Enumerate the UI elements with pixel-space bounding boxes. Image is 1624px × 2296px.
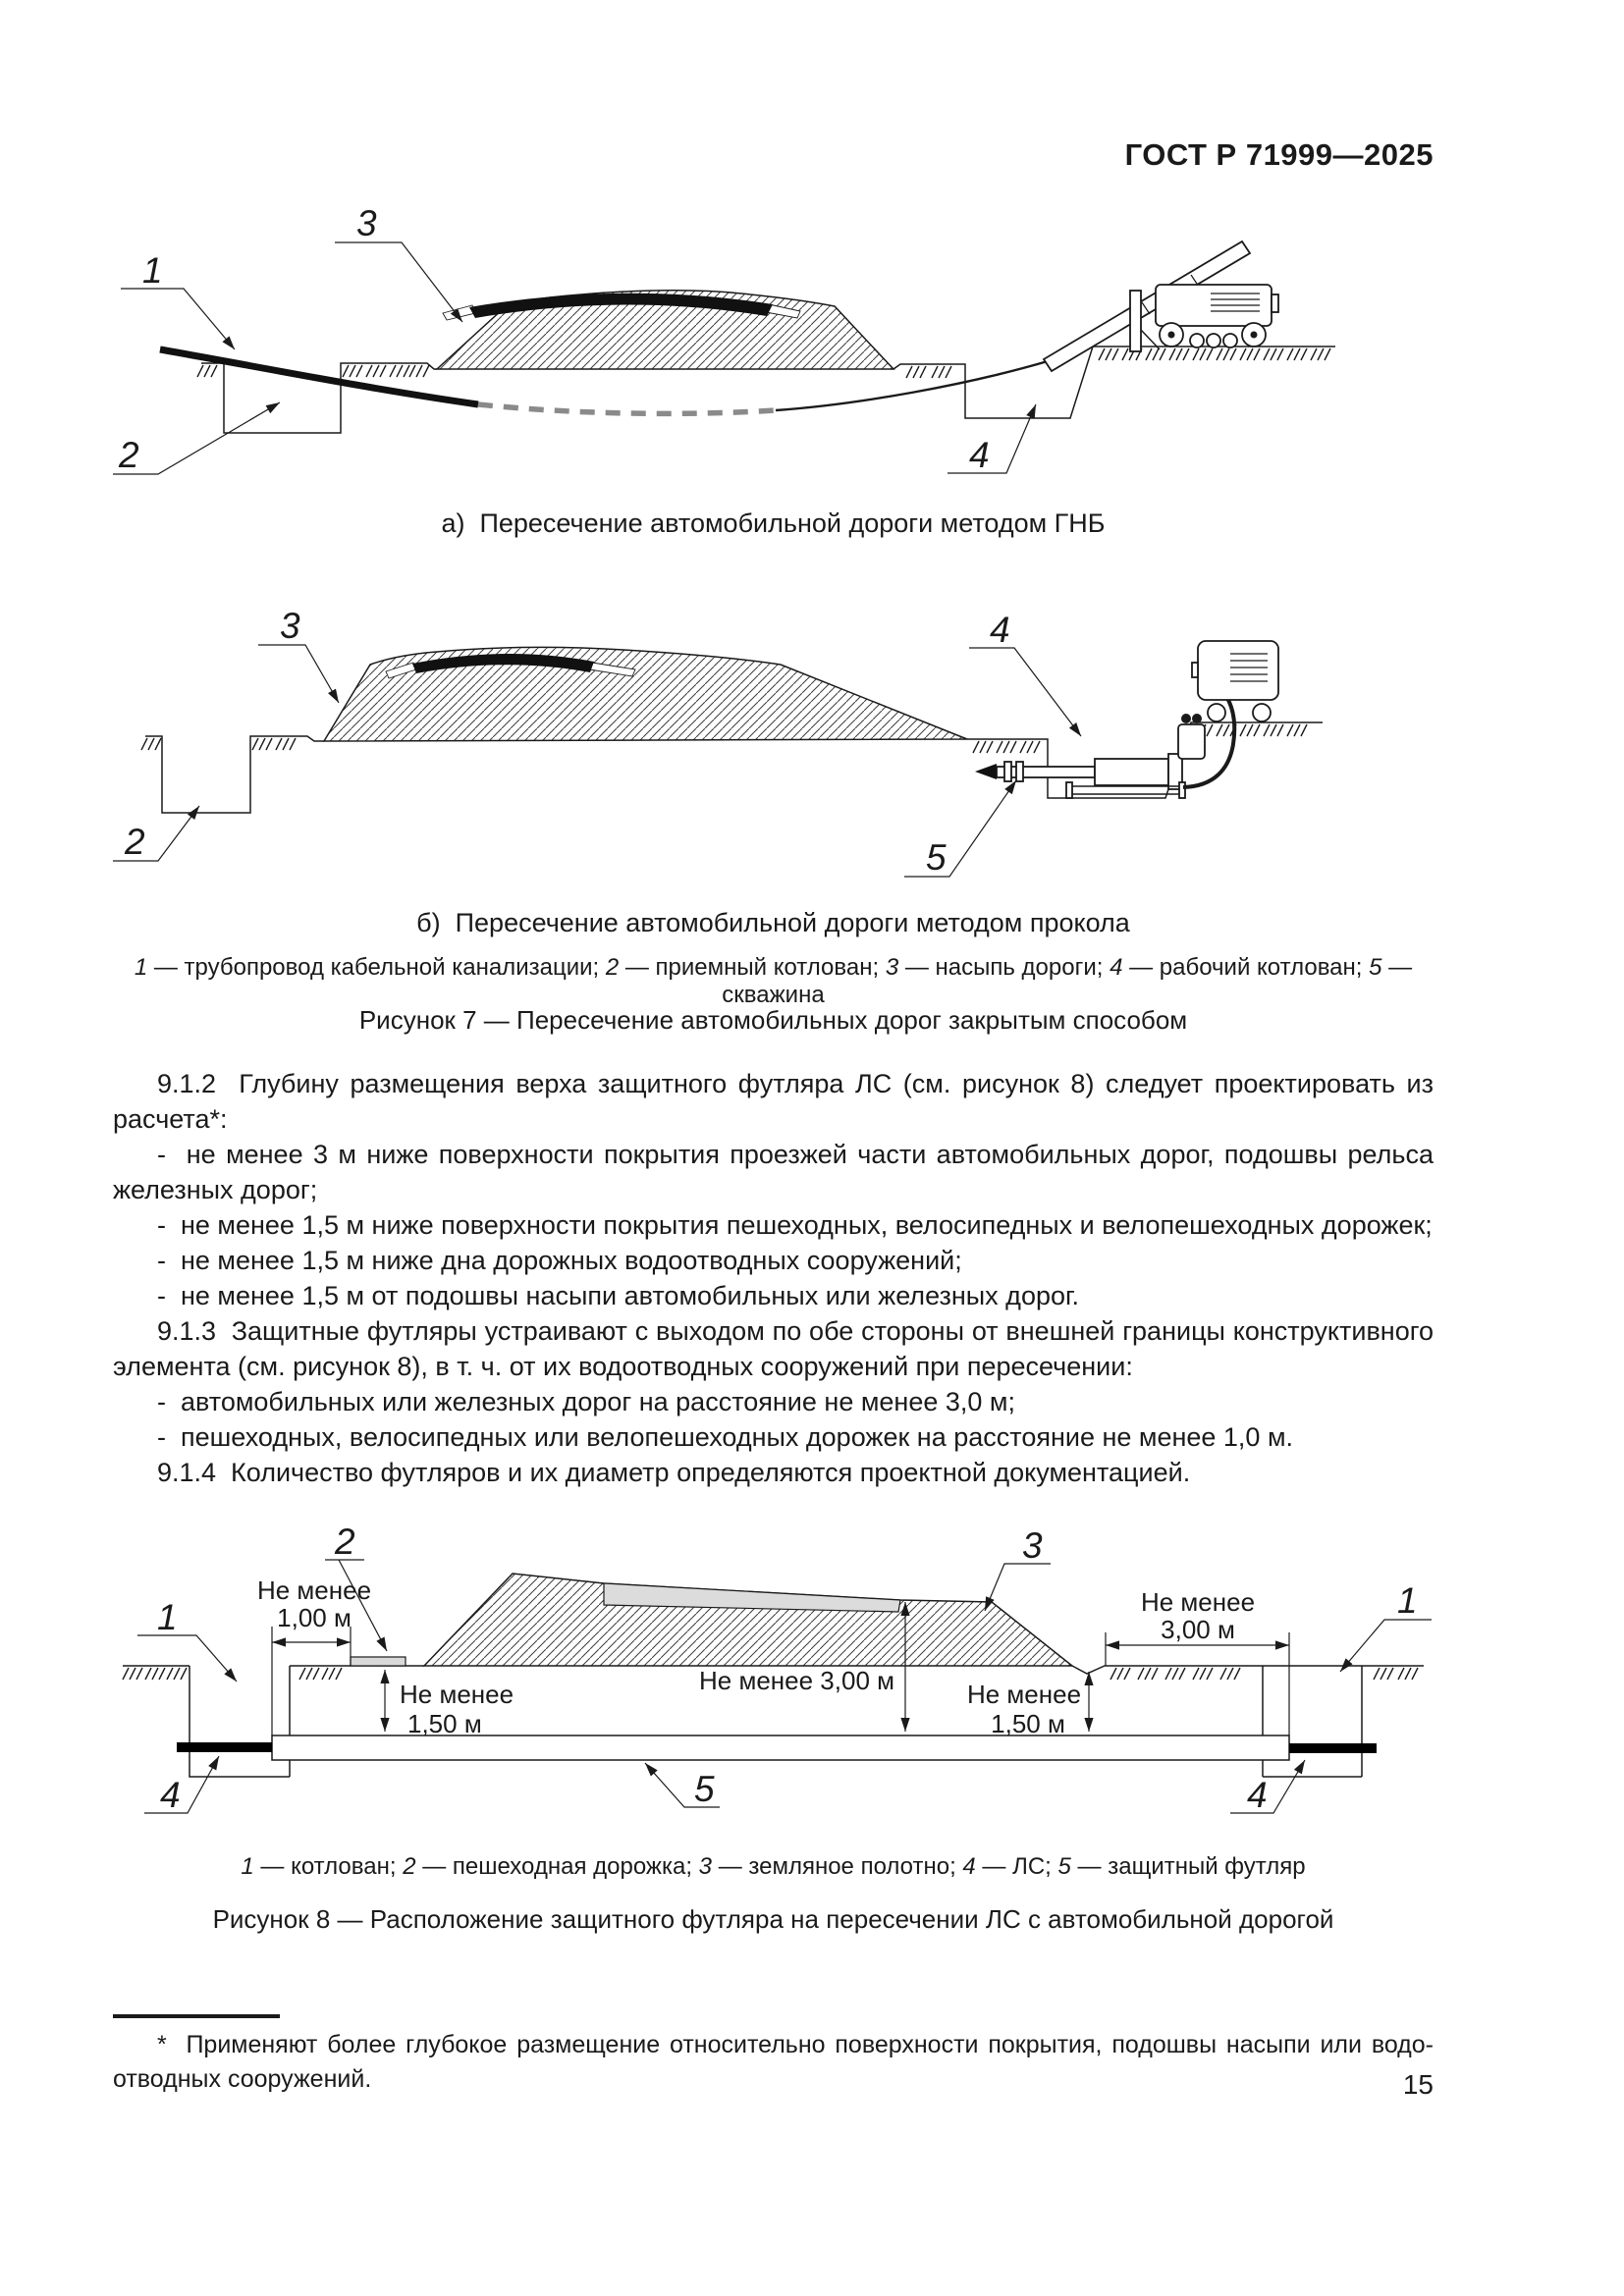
- figure-7b-callouts: 2 3 4 5: [113, 606, 1082, 878]
- dim-text: Не менее: [1141, 1587, 1255, 1617]
- asphalt-cap: [469, 293, 773, 318]
- receiving-pit-7a: [196, 362, 437, 434]
- cable-line-right: [1289, 1743, 1377, 1753]
- list-item: - не менее 1,5 м ниже поверхности покрыт…: [157, 1210, 1433, 1240]
- legend-text: — котлован;: [253, 1853, 404, 1880]
- dim-1-00m: Не менее 1,00 м: [257, 1575, 371, 1735]
- legend-text: — рабочий котлован;: [1122, 954, 1370, 981]
- callout-3: 3: [356, 203, 377, 243]
- figure-7a-caption: а) Пересечение автомобильной дороги мето…: [441, 508, 1106, 538]
- dim-text: 1,00 м: [277, 1603, 352, 1632]
- legend-num: 2: [605, 954, 620, 981]
- figure-7-caption: Рисунок 7 — Пересечение автомобильных до…: [358, 1005, 1188, 1035]
- legend-num: 3: [698, 1853, 713, 1880]
- dim-right-1-50m: Не менее 1,50 м: [967, 1672, 1094, 1738]
- cable-line-left: [177, 1742, 272, 1752]
- figure-7b-drawing: 2 3 4 5: [113, 606, 1323, 878]
- legend-num: 5: [1057, 1853, 1071, 1880]
- callout-3: 3: [280, 606, 300, 646]
- callout-1: 1: [142, 250, 163, 291]
- dim-right-3-00m: Не менее 3,00 м: [1105, 1587, 1290, 1735]
- callout-4: 4: [969, 435, 990, 475]
- legend-text: — насыпь дороги;: [898, 954, 1110, 981]
- road-embankment-8: [422, 1573, 1075, 1667]
- legend-text: — земляное полотно;: [712, 1853, 963, 1880]
- working-pit-7b: [967, 721, 1323, 799]
- hdd-drill-rig: [1042, 240, 1279, 373]
- dim-text: Не менее 3,00 м: [699, 1666, 894, 1695]
- footnote: * Применяют более глубокое размещение от…: [113, 2028, 1434, 2097]
- legend-num: 4: [1110, 954, 1123, 981]
- list-item: - автомобильных или железных дорог на ра…: [157, 1387, 1015, 1416]
- legend-num: 5: [1369, 954, 1382, 981]
- piercing-machine: [975, 669, 1237, 799]
- figure-8-drawing: Не менее 1,00 м Не менее 1,50 м Не менее…: [122, 1522, 1432, 1815]
- protective-casing: [271, 1735, 1290, 1761]
- figure-7b-caption: б) Пересечение автомобильной дороги мето…: [416, 908, 1130, 937]
- legend-num: 2: [403, 1853, 416, 1880]
- paragraph-9-1-3: 9.1.3 Защитные футляры устраивают с выхо…: [113, 1316, 1434, 1381]
- figure-7-legend: 1 — трубопровод кабельной канализации; 2…: [113, 954, 1434, 1009]
- cable-duct-pipe: [159, 346, 1049, 417]
- page-header: ГОСТ Р 71999—2025: [1124, 137, 1434, 172]
- road-embankment-7a: [435, 290, 895, 370]
- compressor-unit: [1191, 640, 1279, 722]
- callout-4: 4: [990, 610, 1010, 650]
- paragraph-9-1-4: 9.1.4 Количество футляров и их диаметр о…: [157, 1458, 1191, 1487]
- receiving-pit-7b: [140, 735, 324, 814]
- road-surface: [603, 1582, 901, 1613]
- footnote-rule: [113, 2014, 280, 2018]
- legend-text: — приемный котлован;: [619, 954, 886, 981]
- legend-text: — защитный футляр: [1070, 1853, 1306, 1880]
- legend-text: — скважина: [722, 954, 1413, 1008]
- dim-text: Не менее: [257, 1575, 371, 1605]
- dim-left-1-50m: Не менее 1,50 м: [380, 1670, 514, 1738]
- legend-text: — трубопровод кабельной канализации;: [147, 954, 606, 981]
- dim-text: 1,50 м: [407, 1709, 482, 1738]
- figure-8-legend: 1 — котлован; 2 — пешеходная дорожка; 3 …: [113, 1853, 1434, 1881]
- dim-text: 1,50 м: [991, 1709, 1065, 1738]
- legend-num: 3: [885, 954, 899, 981]
- list-item: - не менее 1,5 м ниже дна дорожных водоо…: [157, 1246, 962, 1275]
- callout-4-left: 4: [160, 1775, 181, 1815]
- callout-2: 2: [118, 435, 139, 475]
- callout-5: 5: [694, 1769, 715, 1809]
- list-item: - не менее 1,5 м от подошвы насыпи автом…: [157, 1281, 1080, 1310]
- paragraph-9-1-2: 9.1.2 Глубину размещения верха защитного…: [113, 1069, 1434, 1134]
- figure-8-caption: Рисунок 8 — Расположение защитного футля…: [212, 1904, 1334, 1934]
- dim-text: 3,00 м: [1161, 1615, 1235, 1644]
- list-item: - пешеходных, велосипедных или велопешех…: [157, 1422, 1294, 1452]
- asphalt-cap: [412, 653, 594, 673]
- road-embankment-7b: [322, 646, 968, 742]
- callout-4-right: 4: [1247, 1775, 1268, 1815]
- legend-num: 4: [962, 1853, 976, 1880]
- callout-5: 5: [926, 837, 947, 878]
- legend-text: — ЛС;: [975, 1853, 1058, 1880]
- legend-text: — пешеходная дорожка;: [415, 1853, 699, 1880]
- callout-2: 2: [124, 822, 145, 862]
- dim-text: Не менее: [400, 1680, 514, 1709]
- callout-1-left: 1: [157, 1597, 178, 1637]
- legend-num: 1: [134, 954, 148, 981]
- callout-1-right: 1: [1397, 1580, 1418, 1621]
- dim-text: Не менее: [967, 1680, 1081, 1709]
- callout-2: 2: [334, 1522, 355, 1562]
- dim-center-3-00m: Не менее 3,00 м: [699, 1602, 910, 1732]
- figure-7a-callouts: 1 2 3 4: [113, 203, 1037, 475]
- page-number: 15: [1402, 2069, 1434, 2100]
- figure-8-callouts: 1 1 2 3 4 4 5: [137, 1522, 1432, 1815]
- section-9-1-text: 9.1.2 Глубину размещения верха защитного…: [113, 1066, 1434, 1490]
- footnote-text: * Применяют более глубокое размещение от…: [113, 2031, 1434, 2093]
- figure-7a-drawing: 1 2 3 4: [113, 203, 1335, 475]
- legend-num: 1: [241, 1853, 254, 1880]
- callout-3: 3: [1022, 1525, 1043, 1566]
- list-item: - не менее 3 м ниже поверхности покрытия…: [113, 1140, 1434, 1204]
- pedestrian-path: [350, 1656, 406, 1667]
